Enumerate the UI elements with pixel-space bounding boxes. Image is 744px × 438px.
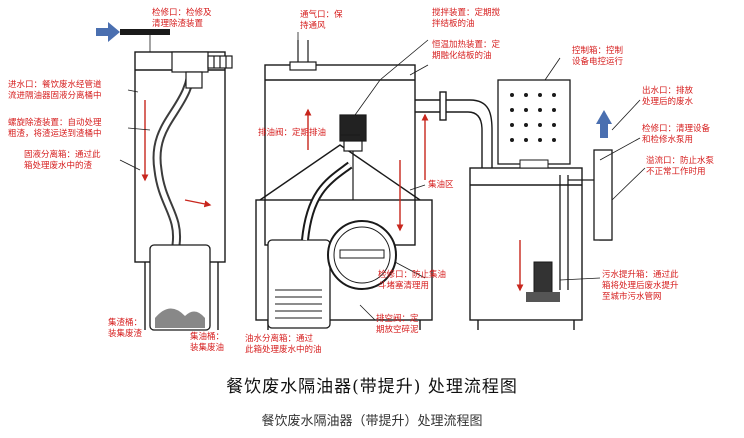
label-oil-water-box: 油水分离箱：通过此箱处理废水中的油 xyxy=(245,334,322,355)
label-outlet: 出水口：排放处理后的废水 xyxy=(642,86,694,107)
label-control-box: 控制箱：控制设备电控运行 xyxy=(572,46,624,67)
control-box xyxy=(497,79,571,169)
label-inspection-port-top: 检修口：检修及清理除渣装置 xyxy=(152,8,212,29)
vent-pipe xyxy=(289,40,317,71)
riser-pipe xyxy=(559,149,613,290)
label-sewage-pump: 污水提升箱：通过此箱将处理后废水提升至城市污水管网 xyxy=(602,270,679,302)
leader-lines xyxy=(119,30,646,321)
label-oil-bucket: 集油桶：装集废油 xyxy=(190,332,225,353)
figure-caption: 餐饮废水隔油器（带提升）处理流程图 xyxy=(261,414,483,429)
label-inlet: 进水口：餐饮废水经管道流进隔油器固液分离桶中 xyxy=(8,80,102,101)
oil-bucket xyxy=(267,239,331,329)
label-agitator: 搅拌装置：定期搅拌结板的油 xyxy=(432,8,501,29)
inspection-porthole xyxy=(327,220,397,290)
label-oil-valve: 排油阀：定期排油 xyxy=(258,128,327,138)
label-oil-zone: 集油区 xyxy=(428,180,454,190)
label-overflow: 溢流口：防止水泵不正常工作时用 xyxy=(646,156,715,177)
label-inspection-port-block: 检修口：防止集油斗堵塞清理用 xyxy=(378,270,447,291)
label-screw: 螺旋除渣装置：自动处理粗渣，将渣运送到渣桶中 xyxy=(8,118,102,139)
label-residue-bucket: 集渣桶：装集废渣 xyxy=(108,318,143,339)
sewage-lift-tank xyxy=(469,167,583,330)
agitator-motor xyxy=(339,114,367,200)
label-heater: 恒温加热装置：定期融化结板的油 xyxy=(432,40,501,61)
label-inspection-port-pump: 检修口：清理设备和检修水泵用 xyxy=(642,124,711,145)
outlet-arrow xyxy=(596,110,612,138)
figure-title: 餐饮废水隔油器(带提升) 处理流程图 xyxy=(226,377,518,397)
label-vent-port: 通气口：保持通风 xyxy=(300,10,343,31)
motor-unit xyxy=(171,51,233,89)
label-separator: 固液分离箱：通过此箱处理废水中的渣 xyxy=(24,150,101,171)
residue-bucket xyxy=(149,244,211,331)
label-drain-valve: 排空阀：定期放空碎泥 xyxy=(376,314,419,335)
transfer-pipe xyxy=(415,91,493,168)
flow-diagram xyxy=(96,22,646,331)
inlet-arrow xyxy=(96,22,170,42)
sewage-pump xyxy=(526,261,560,302)
